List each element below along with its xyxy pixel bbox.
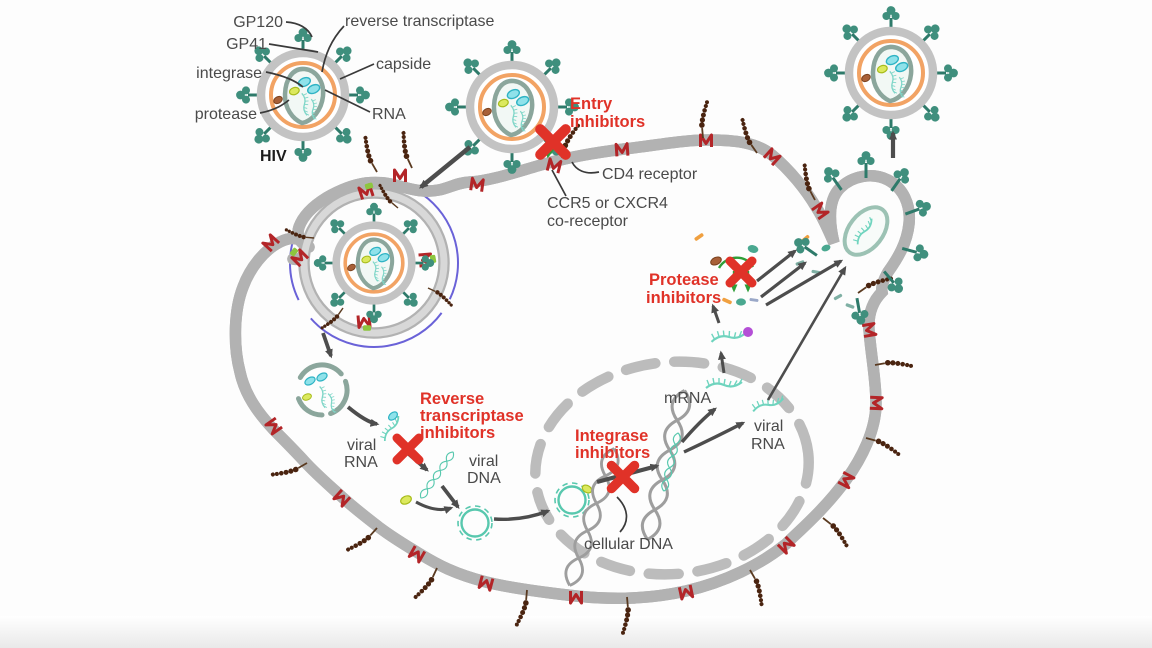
hiv-label: HIV (260, 148, 287, 165)
svg-text:transcriptase: transcriptase (420, 407, 524, 425)
virion-part-labels: GP120 GP41 integrase protease reverse tr… (195, 13, 495, 165)
protease-inhibitors-label: Protease (649, 271, 719, 289)
fusion-contact-dots (289, 182, 437, 331)
integrase-enzyme (400, 495, 412, 505)
viral-rna-molecule (377, 411, 403, 442)
svg-text:inhibitors: inhibitors (570, 113, 645, 131)
protease-label: protease (195, 106, 257, 123)
nucleus-outline (530, 356, 814, 580)
protease-cleavage-site (710, 256, 759, 306)
viral-rna-label: viral (347, 437, 376, 454)
budding-virion (788, 149, 936, 328)
integrated-provirus-helix (637, 386, 695, 544)
gp41-label: GP41 (226, 36, 267, 53)
inhibitor-labels: Entry inhibitors Reverse transcriptase i… (420, 95, 721, 462)
hiv-virion-engulfed (314, 203, 434, 323)
gp120-label: GP120 (233, 14, 283, 31)
svg-text:inhibitors: inhibitors (420, 424, 495, 442)
svg-text:inhibitors: inhibitors (646, 289, 721, 307)
circular-viral-dna-1 (456, 504, 494, 542)
viral-dna-label: viral (469, 453, 498, 470)
mrna-molecule (704, 376, 744, 390)
svg-text:inhibitors: inhibitors (575, 444, 650, 462)
rt-inhibitors-label: Reverse (420, 390, 484, 408)
integrase-inhibitors-label: Integrase (575, 427, 648, 445)
coreceptor-label: CCR5 or CXCR4 (547, 195, 668, 212)
svg-text:RNA: RNA (751, 436, 785, 453)
mrna-label: mRNA (664, 390, 711, 407)
molecule-labels: viral RNA viral DNA cellular DNA mRNA vi… (344, 390, 785, 553)
reverse-transcriptase-label: reverse transcriptase (345, 13, 494, 30)
label-pointer-lines (259, 21, 628, 533)
circular-viral-dna-2 (553, 481, 593, 519)
viral-dna-helix (417, 449, 457, 501)
viral-rna-late-label: viral (754, 418, 783, 435)
cd4-receptor-label: CD4 receptor (602, 166, 698, 183)
rna-label: RNA (372, 106, 406, 123)
svg-text:co-receptor: co-receptor (547, 213, 629, 230)
hiv-virion-released (824, 6, 958, 140)
svg-text:DNA: DNA (467, 470, 501, 487)
capsid-label: capside (376, 56, 431, 73)
video-frame-edge (0, 616, 1152, 648)
integrase-label: integrase (196, 65, 262, 82)
process-arrows (321, 130, 897, 522)
svg-text:RNA: RNA (344, 454, 378, 471)
entry-inhibitors-label: Entry (570, 95, 613, 113)
receptor-labels: CD4 receptor CCR5 or CXCR4 co-receptor (547, 166, 698, 230)
mrna-with-ribosome (709, 327, 753, 343)
uncoating-capsid (296, 362, 350, 418)
rt-inhibition-x (397, 438, 419, 460)
cellular-dna-label: cellular DNA (584, 536, 673, 553)
